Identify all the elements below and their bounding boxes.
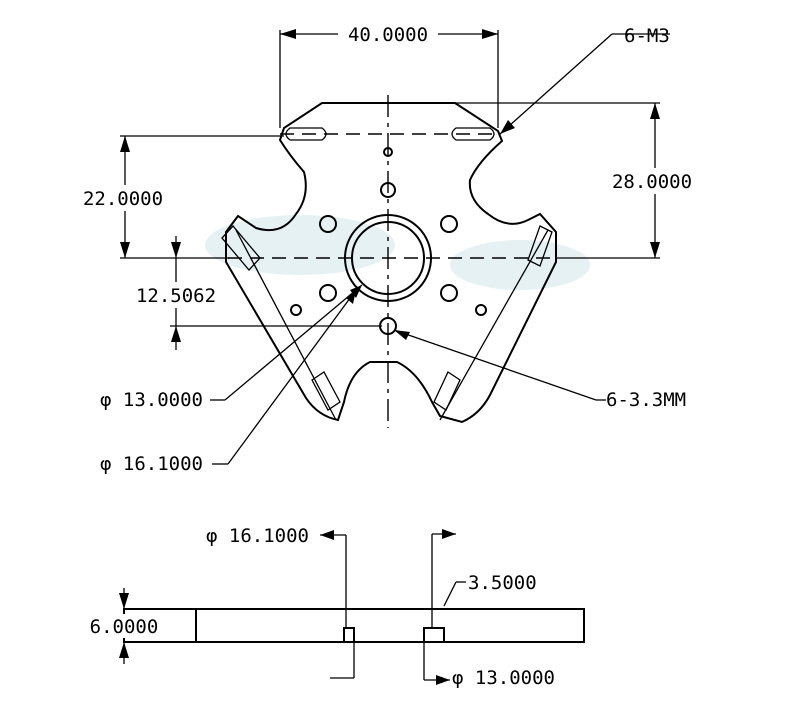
side-dim-thickness: 6.0000 xyxy=(82,588,166,664)
side-inner-dia-label: φ 13.0000 xyxy=(452,667,555,689)
leader-inner-dia: φ 13.0000 xyxy=(100,284,363,411)
hole xyxy=(475,304,487,316)
dim-height-right: 28.0000 xyxy=(455,102,705,259)
side-dim-outer-dia: φ 16.1000 xyxy=(206,525,355,679)
slot-top-right xyxy=(451,127,495,141)
slot-top-left xyxy=(285,127,327,141)
hole xyxy=(290,304,302,316)
center-line-diag xyxy=(439,229,549,421)
side-step-left xyxy=(343,627,355,642)
side-view: φ 16.1000 3.5000 φ 13.0000 6.0000 xyxy=(82,525,585,689)
hole xyxy=(319,284,337,302)
top-view: 40.0000 28.0000 22.0000 xyxy=(76,20,705,475)
center-line-diag xyxy=(235,229,337,421)
hole xyxy=(319,215,337,233)
slot-right xyxy=(527,225,553,267)
hole xyxy=(440,215,458,233)
dim-offset: 12.5062 xyxy=(128,236,382,350)
leader-thread: 6-M3 xyxy=(499,25,670,135)
side-body xyxy=(195,608,585,643)
slot-bottom-left xyxy=(311,371,341,411)
plate-outline xyxy=(225,102,557,424)
leader-thread-label: 6-M3 xyxy=(624,25,670,47)
hole xyxy=(440,284,458,302)
side-step-label: 3.5000 xyxy=(468,572,537,594)
leader-hole: 6-3.3MM xyxy=(393,329,686,411)
leader-hole-label: 6-3.3MM xyxy=(606,389,686,411)
dim-height-left: 22.0000 xyxy=(76,135,284,259)
dim-width-top: 40.0000 xyxy=(279,20,499,128)
dim-height-left-label: 22.0000 xyxy=(83,188,163,210)
side-thickness-label: 6.0000 xyxy=(90,616,159,638)
leader-outer-dia: φ 16.1000 xyxy=(100,289,357,475)
watermark xyxy=(205,215,590,290)
side-dim-step: 3.5000 xyxy=(431,529,537,628)
side-step-right xyxy=(423,627,445,642)
side-dim-inner-dia: φ 13.0000 xyxy=(423,642,555,689)
leader-inner-dia-label: φ 13.0000 xyxy=(100,389,203,411)
dim-height-right-label: 28.0000 xyxy=(612,171,692,193)
side-outer-dia-label: φ 16.1000 xyxy=(206,525,309,547)
leader-outer-dia-label: φ 16.1000 xyxy=(100,453,203,475)
dim-width-top-label: 40.0000 xyxy=(348,24,428,46)
dim-offset-label: 12.5062 xyxy=(136,285,216,307)
